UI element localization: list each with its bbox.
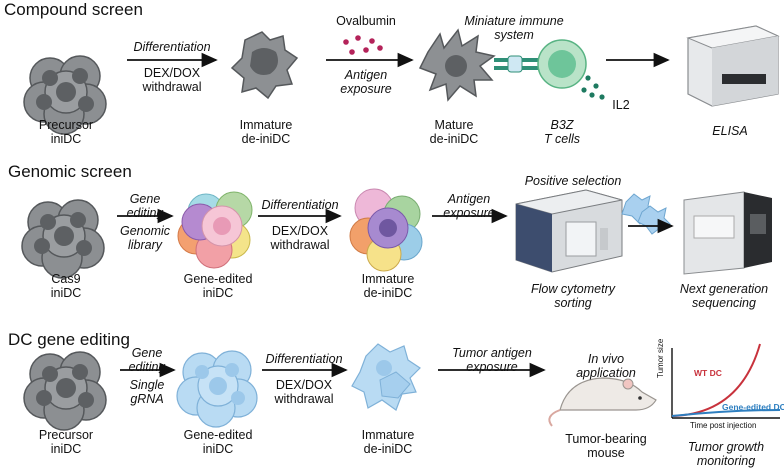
gene-edited-library-cells [177, 191, 253, 269]
cas9-cells [21, 199, 105, 279]
il2-dots [581, 75, 605, 100]
step-differentiation-3: Differentiation [265, 352, 343, 366]
precursor-cells-3 [23, 351, 107, 431]
mouse [548, 377, 657, 427]
immature-dc-edited [351, 343, 421, 411]
step-differentiation-1: Differentiation [133, 40, 211, 54]
immature-dc-library [349, 188, 423, 272]
section-title-dc-gene-editing: DC gene editing [8, 330, 130, 349]
label-il2: IL2 [612, 98, 630, 112]
tcr-complex [494, 55, 538, 73]
label-elisa: ELISA [712, 124, 748, 138]
immature-dc-1 [230, 31, 299, 100]
legend-gene-edited-dc: Gene-edited DC [722, 402, 784, 412]
gene-edited-dc-curve [671, 409, 781, 417]
section-title-genomic: Genomic screen [8, 162, 132, 181]
label-positive-selection: Positive selection [524, 174, 622, 188]
flow-cytometer [515, 189, 623, 273]
legend-wt-dc: WT DC [694, 368, 722, 378]
sequencer [683, 191, 772, 275]
b3z-t-cell [537, 39, 587, 89]
selected-cells [621, 193, 671, 235]
ovalbumin-dots [343, 35, 383, 55]
step-differentiation-2: Differentiation [261, 198, 339, 212]
inset-xlabel: Time post injection [690, 421, 757, 430]
gene-edited-cells [176, 350, 258, 428]
mature-dc [418, 28, 496, 102]
tumor-growth-inset [671, 343, 781, 419]
section-title-compound: Compound screen [4, 0, 143, 19]
inset-ylabel: Tumor size [656, 338, 665, 378]
elisa-reader [686, 25, 780, 107]
label-ovalbumin: Ovalbumin [336, 14, 396, 28]
